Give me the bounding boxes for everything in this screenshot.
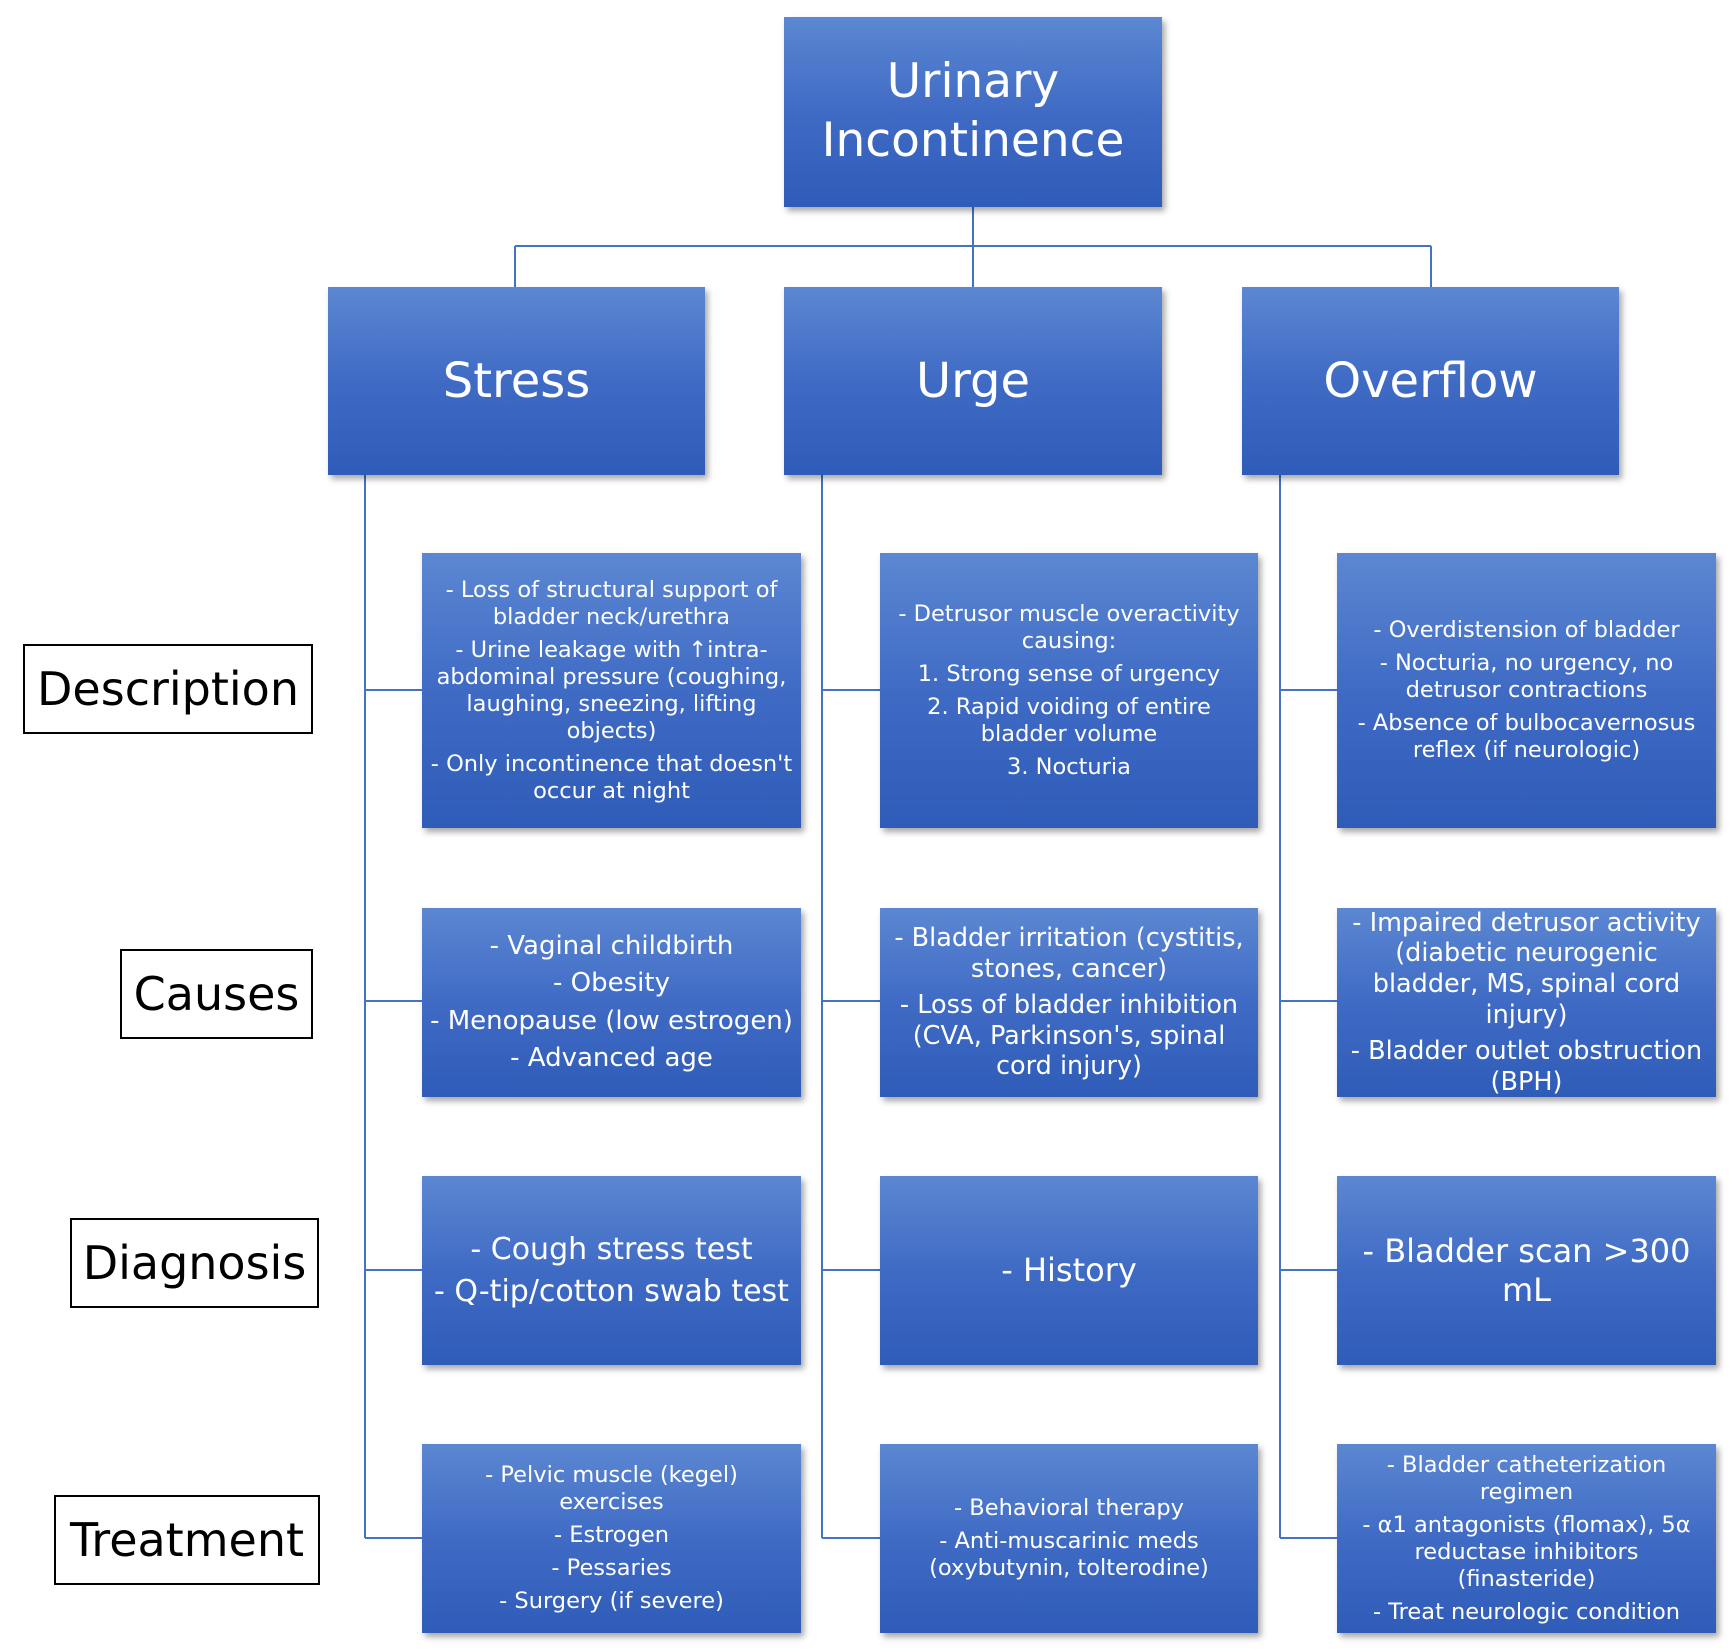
stress-causes-line: - Advanced age xyxy=(510,1042,713,1073)
row-label-treatment: Treatment xyxy=(54,1495,320,1585)
stress-description-line: - Urine leakage with ↑intra-abdominal pr… xyxy=(436,636,787,744)
stress-causes-line: - Menopause (low estrogen) xyxy=(430,1005,793,1036)
row-label-causes: Causes xyxy=(120,949,313,1039)
urge-treatment-box: - Behavioral therapy - Anti-muscarinic m… xyxy=(880,1444,1258,1633)
row-label-description-text: Description xyxy=(37,662,299,716)
urge-causes-box: - Bladder irritation (cystitis, stones, … xyxy=(880,908,1258,1097)
row-label-description: Description xyxy=(23,644,313,734)
stress-description-line: - Only incontinence that doesn't occur a… xyxy=(430,750,793,804)
stress-treatment-line: - Estrogen xyxy=(554,1522,669,1548)
stress-description-box: - Loss of structural support of bladder … xyxy=(422,553,801,828)
stress-causes-line: - Vaginal childbirth xyxy=(489,931,734,962)
root-line-1: Urinary xyxy=(886,54,1060,110)
overflow-treatment-line: - Bladder catheterization regimen xyxy=(1386,1451,1667,1505)
stress-causes-line: - Obesity xyxy=(553,968,670,999)
root-line-2: Incontinence xyxy=(821,113,1125,168)
overflow-description-line: - Overdistension of bladder xyxy=(1373,617,1680,643)
row-label-diagnosis-text: Diagnosis xyxy=(82,1236,307,1290)
overflow-causes-line: - Impaired detrusor activity (diabetic n… xyxy=(1352,907,1701,1030)
heading-stress: Stress xyxy=(328,287,705,475)
row-label-diagnosis: Diagnosis xyxy=(70,1218,319,1308)
urge-causes-line: - Loss of bladder inhibition (CVA, Parki… xyxy=(899,990,1239,1082)
stress-treatment-line: - Pelvic muscle (kegel) exercises xyxy=(485,1462,738,1515)
urge-description-line: 2. Rapid voiding of entire bladder volum… xyxy=(927,693,1211,747)
stress-description-line: - Loss of structural support of bladder … xyxy=(445,576,778,630)
urge-description-line: 1. Strong sense of urgency xyxy=(917,660,1221,687)
row-label-causes-text: Causes xyxy=(133,967,300,1021)
stress-diagnosis-line: - Cough stress test xyxy=(470,1231,753,1267)
heading-stress-label: Stress xyxy=(442,353,591,409)
heading-urge-label: Urge xyxy=(915,353,1031,409)
urge-causes-line: - Bladder irritation (cystitis, stones, … xyxy=(894,923,1244,984)
stress-treatment-box: - Pelvic muscle (kegel) exercises - Estr… xyxy=(422,1444,801,1633)
heading-overflow-label: Overflow xyxy=(1323,353,1538,409)
row-label-treatment-text: Treatment xyxy=(69,1513,305,1567)
overflow-causes-box: - Impaired detrusor activity (diabetic n… xyxy=(1337,908,1716,1097)
overflow-treatment-line: - Treat neurologic condition xyxy=(1372,1598,1681,1625)
overflow-causes-line: - Bladder outlet obstruction (BPH) xyxy=(1350,1036,1703,1097)
urge-description-line: - Detrusor muscle overactivity causing: xyxy=(898,600,1240,654)
overflow-description-box: - Overdistension of bladder - Nocturia, … xyxy=(1337,553,1716,828)
stress-diagnosis-box: - Cough stress test - Q-tip/cotton swab … xyxy=(422,1176,801,1365)
overflow-description-line: - Absence of bulbocavernosus reflex (if … xyxy=(1357,710,1696,763)
urge-description-box: - Detrusor muscle overactivity causing: … xyxy=(880,553,1258,828)
urge-diagnosis-line: - History xyxy=(1001,1251,1137,1290)
urge-diagnosis-box: - History xyxy=(880,1176,1258,1365)
heading-urge: Urge xyxy=(784,287,1162,475)
stress-causes-box: - Vaginal childbirth - Obesity - Menopau… xyxy=(422,908,801,1097)
overflow-description-line: - Nocturia, no urgency, no detrusor cont… xyxy=(1379,650,1674,703)
stress-treatment-line: - Surgery (if severe) xyxy=(499,1588,724,1614)
urge-treatment-line: - Behavioral therapy xyxy=(954,1495,1184,1521)
overflow-treatment-box: - Bladder catheterization regimen - α1 a… xyxy=(1337,1444,1716,1633)
stress-treatment-line: - Pessaries xyxy=(551,1555,672,1581)
overflow-treatment-line: - α1 antagonists (flomax), 5α reductase … xyxy=(1362,1511,1691,1592)
overflow-diagnosis-line: - Bladder scan >300 mL xyxy=(1362,1232,1691,1309)
root-node: Urinary Incontinence xyxy=(784,17,1162,207)
urge-description-line: 3. Nocturia xyxy=(1007,753,1131,780)
stress-diagnosis-line: - Q-tip/cotton swab test xyxy=(434,1273,789,1309)
urge-treatment-line: - Anti-muscarinic meds (oxybutynin, tolt… xyxy=(929,1528,1209,1581)
overflow-diagnosis-box: - Bladder scan >300 mL xyxy=(1337,1176,1716,1365)
heading-overflow: Overflow xyxy=(1242,287,1619,475)
